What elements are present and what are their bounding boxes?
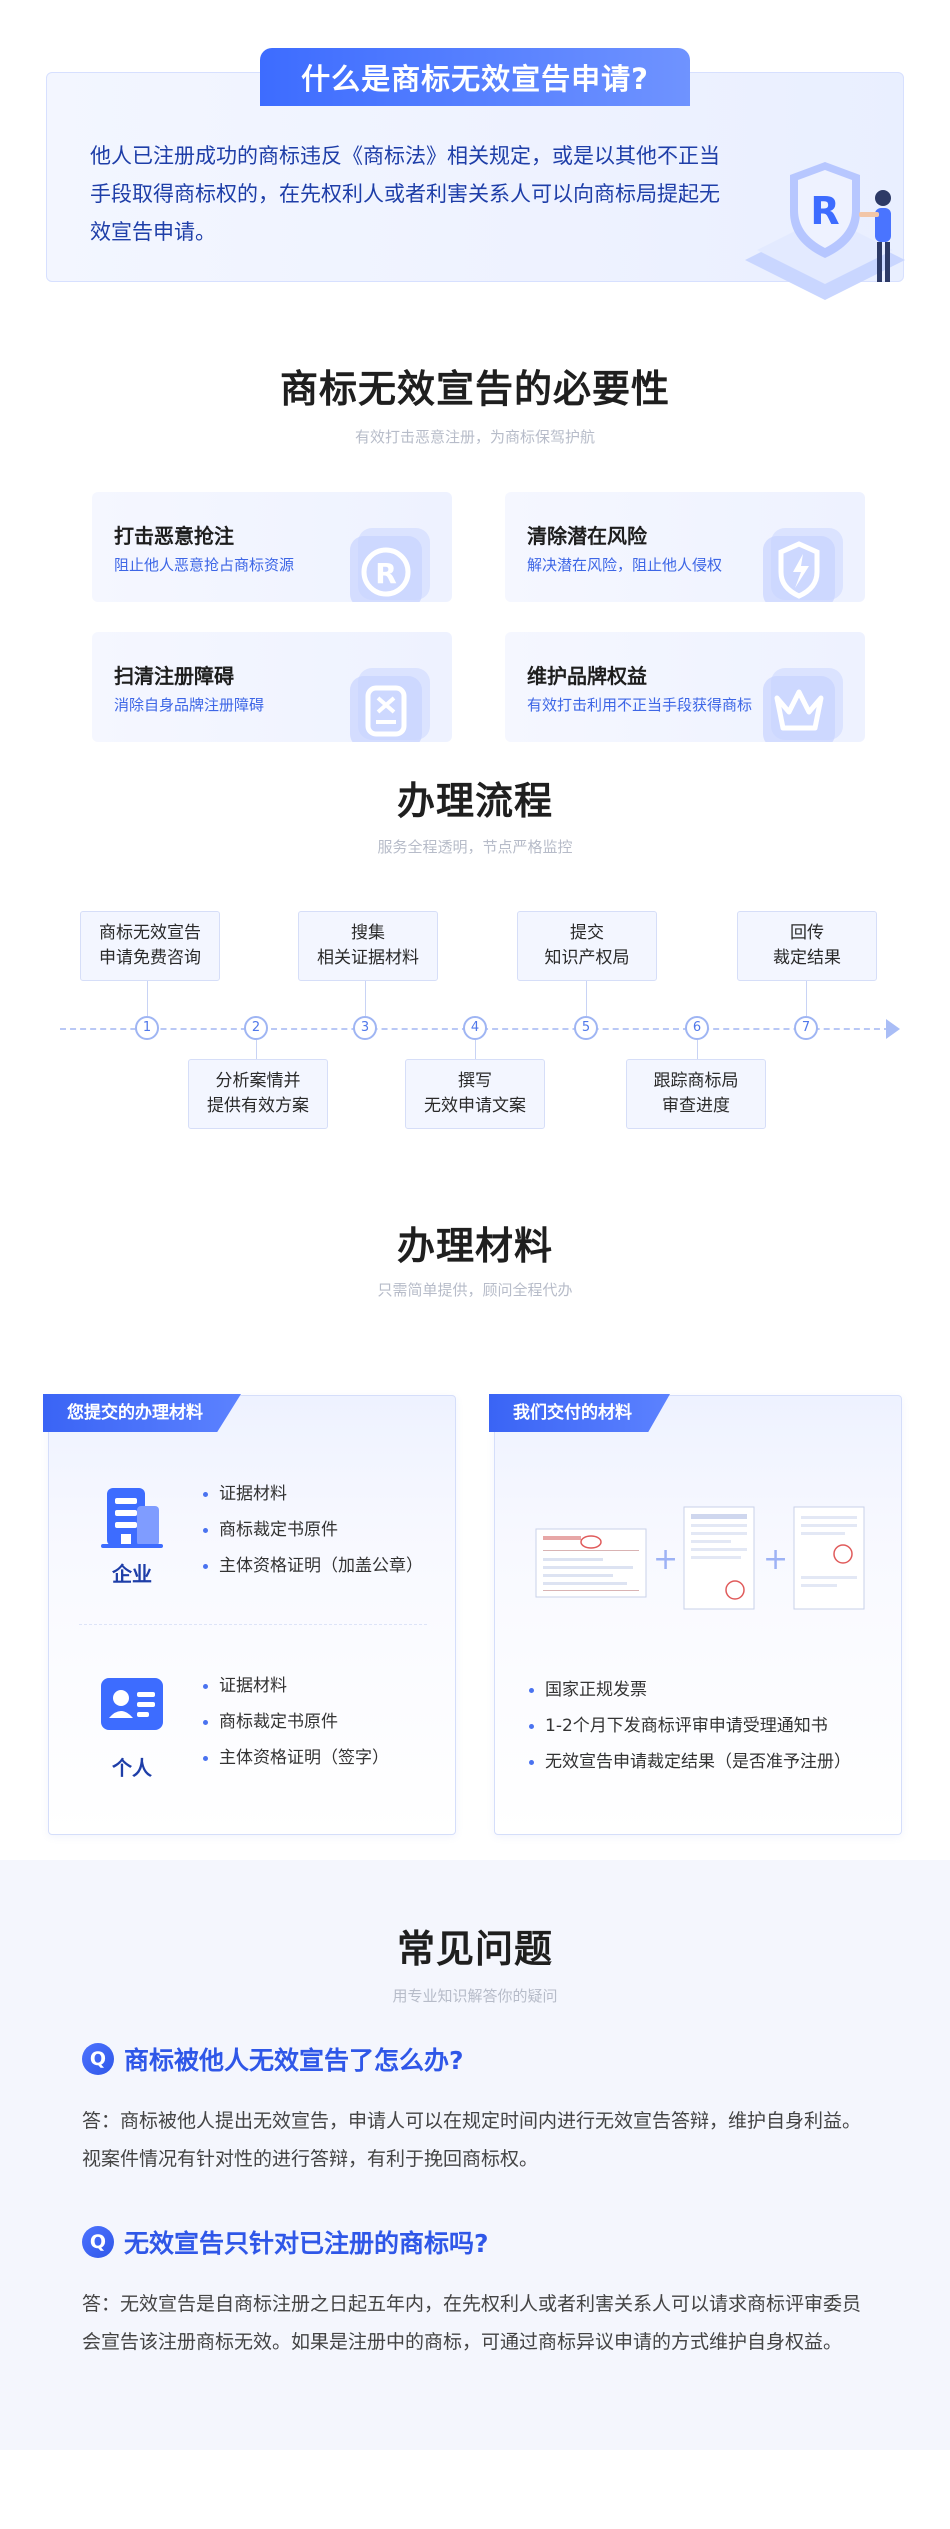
process-step-2: 分析案情并 提供有效方案 bbox=[188, 1059, 328, 1129]
step-stem bbox=[475, 1040, 476, 1060]
intro-card bbox=[46, 72, 904, 282]
trademark-shield-illustration: R bbox=[745, 162, 905, 300]
building-icon bbox=[101, 1488, 163, 1548]
crown-icon bbox=[763, 668, 843, 742]
deliver-materials-card: 我们交付的材料 + bbox=[489, 1394, 902, 1835]
faq-question-2[interactable]: Q 无效宣告只针对已注册的商标吗? bbox=[82, 2225, 489, 2259]
individual-label: 个人 bbox=[112, 1756, 152, 1780]
process-title: 办理流程 bbox=[396, 779, 553, 823]
list-item: 主体资格证明（签字） bbox=[201, 1740, 389, 1776]
invoice-document-icon bbox=[535, 1528, 647, 1598]
ruling-result-document-icon bbox=[793, 1506, 865, 1610]
list-item: 无效宣告申请裁定结果（是否准予注册） bbox=[527, 1744, 851, 1780]
process-step-3: 搜集 相关证据材料 bbox=[298, 911, 438, 981]
individual-materials-list: 证据材料 商标裁定书原件 主体资格证明（签字） bbox=[201, 1668, 389, 1776]
step-stem bbox=[586, 981, 587, 1016]
faq-answer-1: 答：商标被他人提出无效宣告，申请人可以在规定时间内进行无效宣告答辩，维护自身利益… bbox=[82, 2110, 862, 2170]
timeline-arrow-icon bbox=[886, 1019, 900, 1039]
faq-title: 常见问题 bbox=[396, 1927, 553, 1971]
registered-r-icon: R bbox=[350, 528, 430, 602]
list-item: 证据材料 bbox=[201, 1476, 423, 1512]
step-number-1: 1 bbox=[135, 1016, 159, 1040]
step-stem bbox=[147, 981, 148, 1016]
enterprise-label: 企业 bbox=[112, 1562, 152, 1586]
need-card-risk: 清除潜在风险 解决潜在风险，阻止他人侵权 bbox=[505, 492, 865, 602]
need-card-desc: 有效打击利用不正当手段获得商标 bbox=[527, 696, 753, 714]
lightning-shield-icon bbox=[763, 528, 843, 602]
plus-icon: + bbox=[763, 1542, 789, 1577]
deliver-materials-tag: 我们交付的材料 bbox=[489, 1394, 670, 1432]
list-item: 1-2个月下发商标评审申请受理通知书 bbox=[527, 1708, 851, 1744]
step-number-2: 2 bbox=[244, 1016, 268, 1040]
step-number-5: 5 bbox=[574, 1016, 598, 1040]
step-stem bbox=[365, 981, 366, 1016]
id-card-icon bbox=[101, 1678, 163, 1730]
delivered-documents-preview: + + bbox=[535, 1506, 865, 1626]
step-stem bbox=[806, 981, 807, 1016]
need-card-title: 维护品牌权益 bbox=[527, 664, 647, 688]
plus-icon: + bbox=[653, 1542, 679, 1577]
cancel-document-icon bbox=[350, 668, 430, 742]
list-item: 证据材料 bbox=[201, 1668, 389, 1704]
svg-text:R: R bbox=[810, 189, 839, 233]
step-stem bbox=[256, 1040, 257, 1060]
materials-section: 办理材料 只需简单提供，顾问全程代办 您提交的办理材料 企业 证据材料 商标裁定… bbox=[0, 1215, 950, 1860]
intro-text: 他人已注册成功的商标违反《商标法》相关规定，或是以其他不正当手段取得商标权的，在… bbox=[90, 144, 720, 244]
necessity-section: 商标无效宣告的必要性 有效打击恶意注册，为商标保驾护航 打击恶意抢注 阻止他人恶… bbox=[0, 330, 950, 770]
need-card-title: 扫清注册障碍 bbox=[114, 664, 234, 688]
enterprise-materials-list: 证据材料 商标裁定书原件 主体资格证明（加盖公章） bbox=[201, 1476, 423, 1584]
need-card-title: 打击恶意抢注 bbox=[114, 524, 234, 548]
process-step-5: 提交 知识产权局 bbox=[517, 911, 657, 981]
process-step-7: 回传 裁定结果 bbox=[737, 911, 877, 981]
need-card-desc: 消除自身品牌注册障碍 bbox=[114, 696, 265, 714]
need-card-obstacle: 扫清注册障碍 消除自身品牌注册障碍 bbox=[92, 632, 452, 742]
step-number-7: 7 bbox=[794, 1016, 818, 1040]
step-stem bbox=[697, 1040, 698, 1060]
list-item: 国家正规发票 bbox=[527, 1672, 851, 1708]
faq-section: 常见问题 用专业知识解答你的疑问 Q 商标被他人无效宣告了怎么办? 答：商标被他… bbox=[0, 1860, 950, 2450]
materials-title: 办理材料 bbox=[396, 1224, 553, 1268]
divider bbox=[79, 1624, 427, 1625]
process-subtitle: 服务全程透明，节点严格监控 bbox=[377, 838, 573, 856]
submit-materials-tag: 您提交的办理材料 bbox=[43, 1394, 241, 1432]
process-section: 办理流程 服务全程透明，节点严格监控 商标无效宣告 申请免费咨询 1 2 分析案… bbox=[0, 770, 950, 1215]
necessity-subtitle: 有效打击恶意注册，为商标保驾护航 bbox=[354, 428, 595, 446]
materials-subtitle: 只需简单提供，顾问全程代办 bbox=[377, 1281, 573, 1299]
process-step-4: 撰写 无效申请文案 bbox=[405, 1059, 545, 1129]
faq-subtitle: 用专业知识解答你的疑问 bbox=[392, 1987, 558, 2005]
necessity-title: 商标无效宣告的必要性 bbox=[279, 367, 670, 411]
process-step-6: 跟踪商标局 审查进度 bbox=[626, 1059, 766, 1129]
intro-title: 什么是商标无效宣告申请? bbox=[260, 48, 690, 106]
deliver-materials-list: 国家正规发票 1-2个月下发商标评审申请受理通知书 无效宣告申请裁定结果（是否准… bbox=[527, 1672, 851, 1780]
need-card-desc: 解决潜在风险，阻止他人侵权 bbox=[527, 556, 723, 574]
need-card-malicious: 打击恶意抢注 阻止他人恶意抢占商标资源 R bbox=[92, 492, 452, 602]
need-card-desc: 阻止他人恶意抢占商标资源 bbox=[114, 556, 295, 574]
question-badge-icon: Q bbox=[82, 2043, 114, 2075]
faq-question-1[interactable]: Q 商标被他人无效宣告了怎么办? bbox=[82, 2042, 464, 2076]
step-number-6: 6 bbox=[685, 1016, 709, 1040]
submit-materials-card: 您提交的办理材料 企业 证据材料 商标裁定书原件 主体资格证明（加盖公章） bbox=[43, 1394, 456, 1835]
list-item: 主体资格证明（加盖公章） bbox=[201, 1548, 423, 1584]
svg-text:R: R bbox=[375, 557, 397, 590]
page: 什么是商标无效宣告申请? 他人已注册成功的商标违反《商标法》相关规定，或是以其他… bbox=[0, 0, 950, 2450]
list-item: 商标裁定书原件 bbox=[201, 1512, 423, 1548]
acceptance-notice-document-icon bbox=[683, 1506, 755, 1610]
need-card-protect: 维护品牌权益 有效打击利用不正当手段获得商标 bbox=[505, 632, 865, 742]
list-item: 商标裁定书原件 bbox=[201, 1704, 389, 1740]
step-number-4: 4 bbox=[463, 1016, 487, 1040]
faq-question-text: 无效宣告只针对已注册的商标吗? bbox=[124, 2229, 489, 2258]
need-card-title: 清除潜在风险 bbox=[527, 524, 647, 548]
faq-answer-2: 答：无效宣告是自商标注册之日起五年内，在先权利人或者利害关系人可以请求商标评审委… bbox=[82, 2293, 862, 2353]
process-step-1: 商标无效宣告 申请免费咨询 bbox=[80, 911, 220, 981]
faq-question-text: 商标被他人无效宣告了怎么办? bbox=[124, 2046, 464, 2075]
question-badge-icon: Q bbox=[82, 2226, 114, 2258]
step-number-3: 3 bbox=[353, 1016, 377, 1040]
intro-section: 什么是商标无效宣告申请? 他人已注册成功的商标违反《商标法》相关规定，或是以其他… bbox=[0, 0, 950, 330]
